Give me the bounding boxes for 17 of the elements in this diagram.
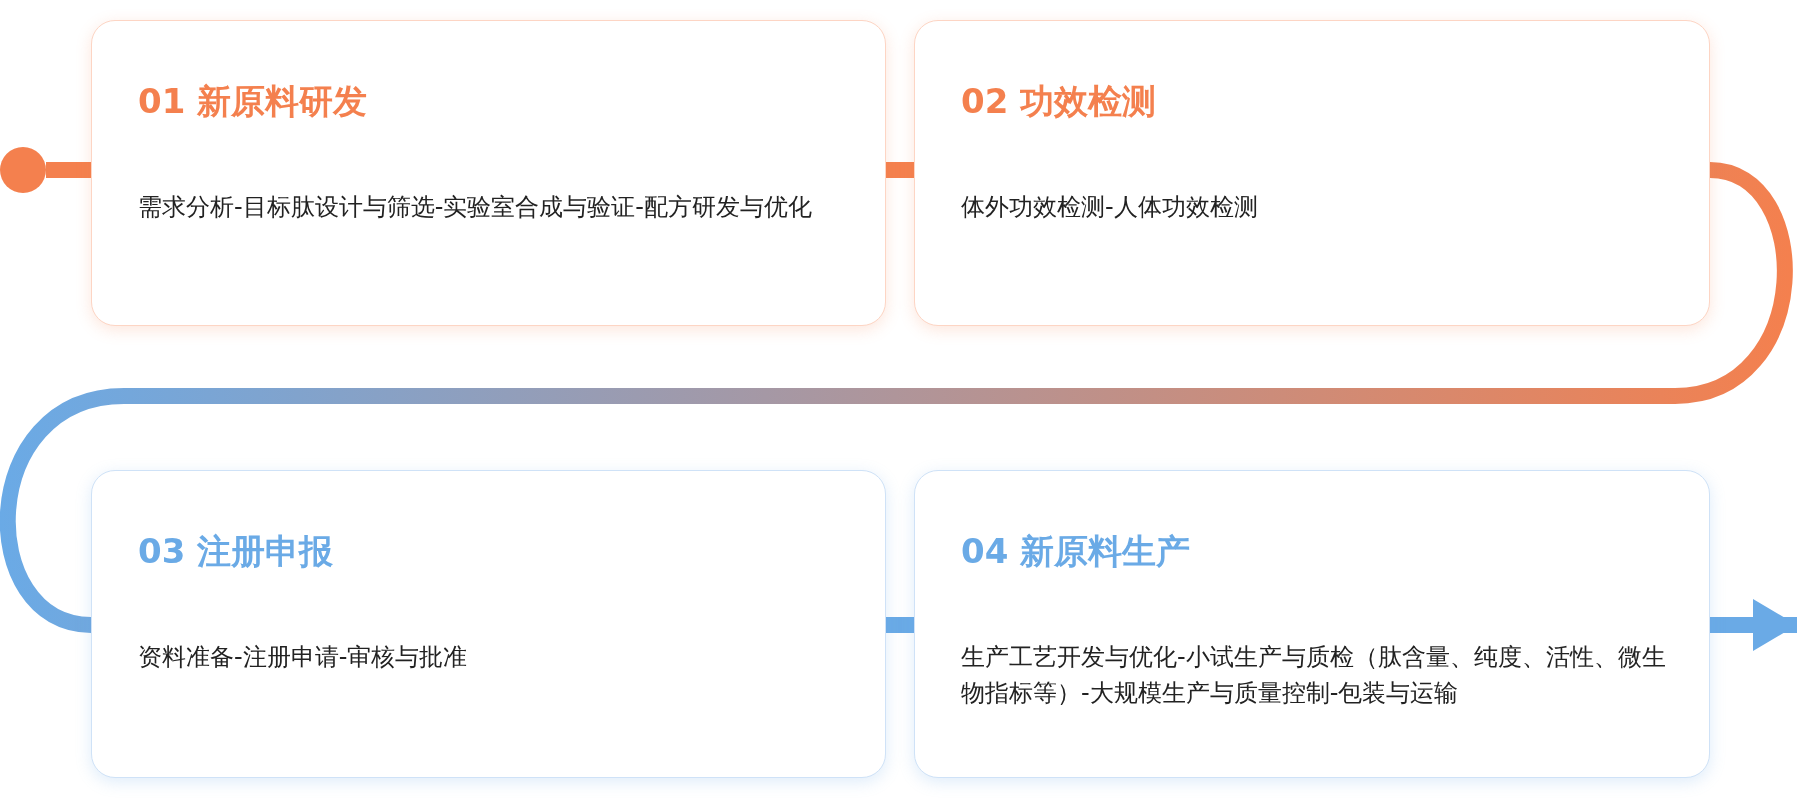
- step-title: 04 新原料生产: [961, 531, 1191, 572]
- connector-line: [886, 162, 914, 178]
- step-title: 02 功效检测: [961, 81, 1157, 122]
- step-card: [91, 470, 886, 778]
- step-title: 01 新原料研发: [138, 81, 368, 122]
- step-title: 03 注册申报: [138, 531, 334, 572]
- connector-line: [886, 617, 914, 633]
- step-card: [914, 470, 1710, 778]
- arrow: [1710, 599, 1797, 651]
- step-description: 需求分析-目标肽设计与筛选-实验室合成与验证-配方研发与优化: [138, 191, 813, 223]
- connector-line: [46, 162, 91, 178]
- step-card: [91, 20, 886, 326]
- step-description: 资料准备-注册申请-审核与批准: [138, 641, 469, 673]
- step-description: 生产工艺开发与优化-小试生产与质检（肽含量、纯度、活性、微生物指标等）-大规模生产与质量控制-包装与运输: [961, 641, 1667, 709]
- step-description: 体外功效检测-人体功效检测: [961, 191, 1259, 223]
- step-card: [914, 20, 1710, 326]
- start-dot: [0, 147, 46, 193]
